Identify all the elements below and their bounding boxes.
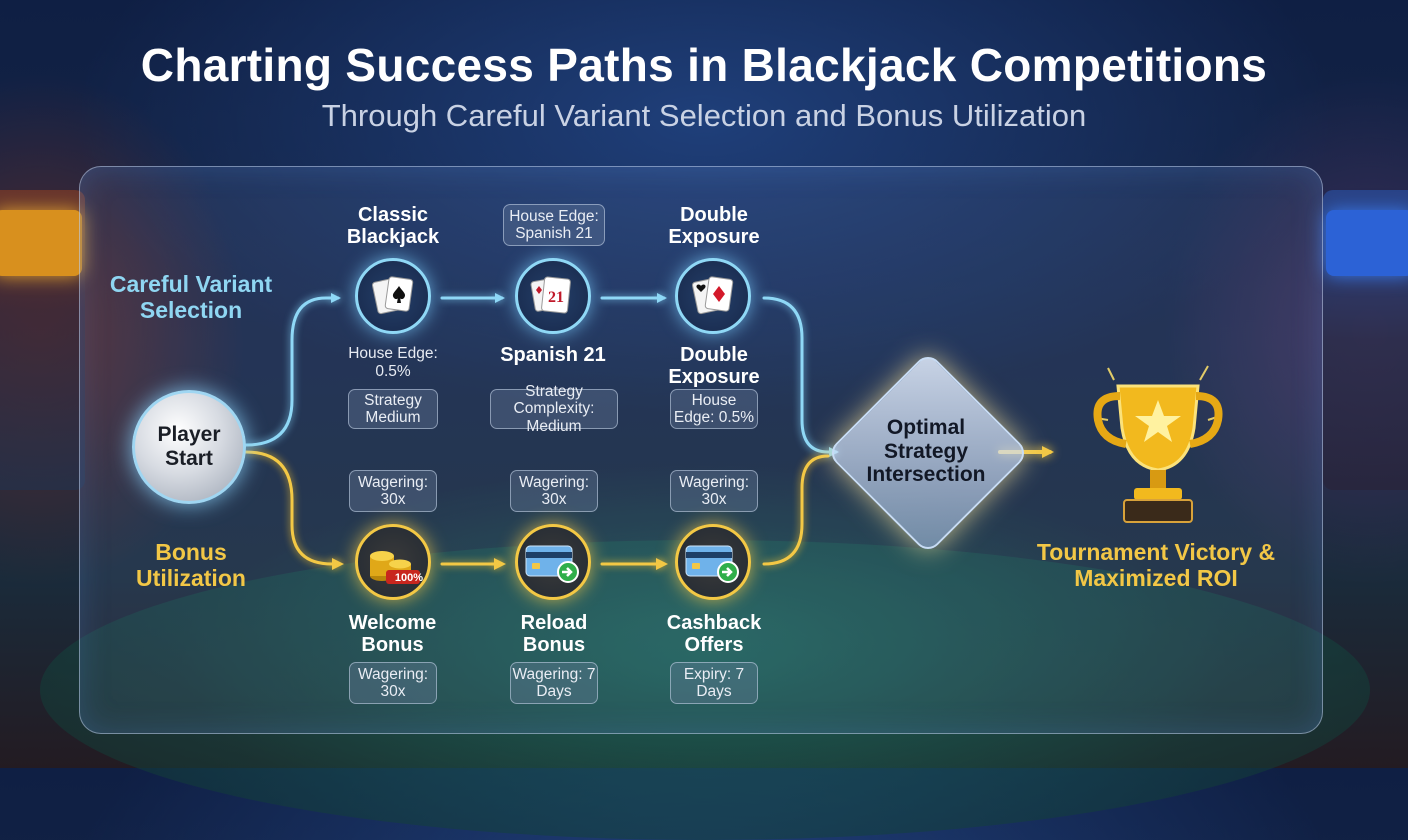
- path-start-to-classic: [244, 293, 341, 447]
- cashback-offers-title: Cashback Offers: [666, 612, 762, 657]
- reload-wagering-chip: Wagering: 7 Days: [510, 662, 598, 704]
- classic-house-edge-note: House Edge: 0.5%: [348, 345, 438, 380]
- double-house-edge-chip: House Edge: 0.5%: [670, 389, 758, 429]
- reload-bonus-node: [515, 524, 591, 600]
- cashback-wagering-top-chip: Wagering: 30x: [670, 470, 758, 512]
- optimal-strategy-label: Optimal Strategy Intersection: [866, 416, 986, 487]
- double-exposure-cards-icon: [691, 276, 734, 315]
- casino-sign-left: [0, 210, 82, 276]
- classic-blackjack-title: Classic Blackjack: [346, 204, 440, 249]
- double-exposure-title-below: Double Exposure: [668, 344, 760, 389]
- classic-strategy-chip: Strategy Medium: [348, 389, 438, 429]
- double-exposure-node: [675, 258, 751, 334]
- path-cashback-to-intersection: [762, 454, 830, 566]
- player-start-node: Player Start: [132, 390, 246, 504]
- welcome-bonus-node: 100%: [355, 524, 431, 600]
- spanish-strategy-chip: Strategy Complexity: Medium: [490, 383, 618, 435]
- page-subtitle: Through Careful Variant Selection and Bo…: [321, 98, 1087, 133]
- variant-selection-label: Careful Variant Selection: [109, 271, 273, 323]
- welcome-wagering-top-chip: Wagering: 30x: [349, 470, 437, 512]
- reload-bonus-title: Reload Bonus: [520, 612, 588, 657]
- casino-sign-right: [1326, 210, 1408, 276]
- tournament-victory-label: Tournament Victory & Maximized ROI: [1036, 539, 1276, 591]
- cashback-offers-node: [675, 524, 751, 600]
- trophy-icon: [1093, 365, 1223, 523]
- page-title: Charting Success Paths in Blackjack Comp…: [140, 39, 1268, 91]
- spanish-21-card-text: 21: [548, 289, 564, 306]
- credit-card-icon: [685, 545, 739, 583]
- spanish-21-title: Spanish 21: [500, 344, 606, 366]
- spanish-house-edge-chip: House Edge: Spanish 21: [503, 204, 605, 246]
- path-start-to-welcome: [244, 450, 344, 570]
- credit-card-icon: [525, 545, 579, 583]
- reload-wagering-top-chip: Wagering: 30x: [510, 470, 598, 512]
- double-exposure-title: Double Exposure: [668, 204, 760, 249]
- spanish-21-cards-icon: 21: [530, 276, 571, 314]
- classic-blackjack-node: [355, 258, 431, 334]
- playing-cards-icon: [371, 276, 414, 315]
- cashback-expiry-chip: Expiry: 7 Days: [670, 662, 758, 704]
- path-double-to-intersection: [762, 296, 839, 457]
- spanish-21-node: 21: [515, 258, 591, 334]
- bonus-utilization-label: Bonus Utilization: [136, 539, 246, 591]
- welcome-badge-text: 100%: [394, 572, 424, 584]
- coin-stack-icon: [370, 551, 420, 584]
- welcome-wagering-chip: Wagering: 30x: [349, 662, 437, 704]
- welcome-bonus-title: Welcome Bonus: [348, 612, 437, 657]
